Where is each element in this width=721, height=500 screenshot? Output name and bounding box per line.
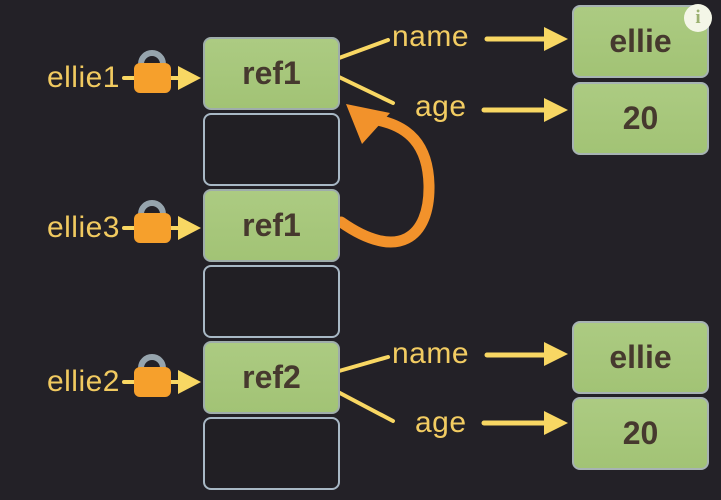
arrowhead [544,98,568,122]
lock-shackle [138,50,166,72]
memory-cell-empty-2 [203,265,340,338]
variable-label-ellie2: ellie2 [46,365,120,398]
connector-ref2-age [336,390,395,423]
value-box-age-top: 20 [572,82,709,155]
property-key-age-bottom: age [415,406,467,439]
arrow-name-to-ellie-bottom [484,342,568,366]
curved-arrowhead [346,104,390,144]
connector-ref2-name [337,355,390,373]
memory-cell-ref2: ref2 [203,341,340,414]
variable-label-ellie3: ellie3 [46,211,120,244]
arrowhead [178,66,201,90]
value-text: 20 [622,415,659,451]
memory-cell-ref1-a: ref1 [203,37,340,110]
property-key-name-top: name [392,20,470,53]
lock-icon [134,63,171,93]
value-box-age-bottom: 20 [572,397,709,470]
value-text: ellie [609,23,672,59]
value-text: 20 [622,100,659,136]
arrowhead [544,411,568,435]
cell-value: ref2 [242,359,301,395]
arrow-age-to-20-bottom [481,411,568,435]
lock-arrow-ellie1 [122,50,201,93]
info-icon-glyph: i [695,7,701,28]
arrowhead [178,216,201,240]
cell-value: ref1 [242,207,301,243]
memory-cell-ref1-b: ref1 [203,189,340,262]
variable-label-ellie1: ellie1 [46,61,120,94]
info-icon[interactable]: i [684,4,712,32]
lock-arrow-ellie2 [122,354,201,397]
lock-icon [134,367,171,397]
property-key-age-top: age [415,90,467,123]
lock-arrow-ellie3 [122,200,201,243]
arrow-name-to-ellie-top [484,27,568,51]
lock-icon [134,213,171,243]
curved-arrow-shaft [335,114,435,248]
value-box-name-bottom: ellie [572,321,709,394]
arrowhead [544,342,568,366]
lock-shackle [138,200,166,222]
arrowhead [178,370,201,394]
value-text: ellie [609,339,672,375]
connector-ref1-age [337,75,395,105]
memory-cell-empty-3 [203,417,340,490]
arrow-age-to-20-top [481,98,568,122]
lock-shackle [138,354,166,376]
property-key-name-bottom: name [392,337,470,370]
cell-value: ref1 [242,55,301,91]
memory-cell-empty-1 [203,113,340,186]
arrowhead [544,27,568,51]
connector-ref1-name [337,38,390,60]
curved-arrow-ref1-alias [335,104,435,248]
